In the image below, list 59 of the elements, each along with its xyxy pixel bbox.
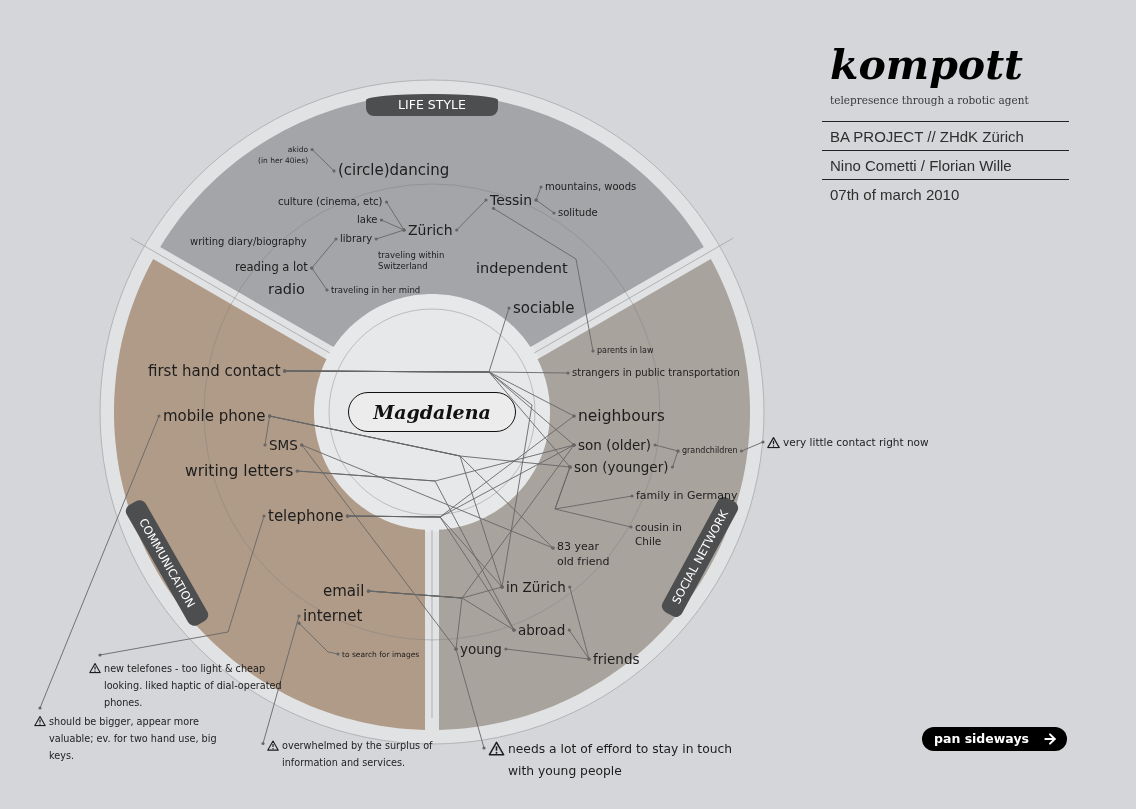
topic-label: mobile phone bbox=[159, 407, 270, 425]
connector-line bbox=[38, 414, 161, 710]
connector-line bbox=[491, 206, 595, 353]
topic-label: radio bbox=[264, 281, 309, 299]
topic-label: Zürich bbox=[404, 221, 457, 239]
note-text: needs a lot of efford to stay in touch with young people bbox=[508, 741, 734, 780]
topic-label: email bbox=[319, 582, 369, 600]
connector-line bbox=[504, 647, 591, 661]
topic-label: solitude bbox=[554, 207, 602, 219]
connector-line bbox=[261, 614, 301, 746]
topic-label: parents in law bbox=[593, 346, 658, 356]
topic-label: young bbox=[456, 640, 506, 658]
note-text: overwhelmed by the surplus of information and services. bbox=[282, 738, 434, 770]
connector-line bbox=[374, 228, 406, 241]
topic-label: mountains, woods bbox=[541, 181, 641, 193]
authors-text: Nino Cometti / Florian Wille bbox=[830, 158, 1012, 173]
topic-label: son (younger) bbox=[570, 458, 673, 476]
connector-line bbox=[455, 198, 488, 232]
connector-line bbox=[310, 266, 329, 292]
diagram-title: kompott bbox=[830, 45, 1024, 86]
topic-label: reading a lot bbox=[231, 261, 312, 275]
topic-label: writing diary/biography bbox=[186, 236, 311, 248]
topic-label: (circle)dancing bbox=[334, 161, 454, 179]
connector-line bbox=[739, 440, 765, 453]
topic-label: internet bbox=[299, 607, 367, 625]
topic-label: SMS bbox=[265, 436, 302, 454]
note-text: should be bigger, appear more valuable; ev. for two hand use, big keys. bbox=[49, 714, 218, 763]
topic-label: culture (cinema, etc) bbox=[274, 196, 387, 208]
connector-line bbox=[534, 198, 556, 215]
topic-label: independent bbox=[472, 260, 572, 278]
topic-label: telephone bbox=[264, 507, 348, 525]
connector-line bbox=[98, 514, 266, 657]
topic-label: traveling in her mind bbox=[327, 284, 425, 296]
connector-line bbox=[454, 647, 486, 750]
note-text: very little contact right now bbox=[783, 435, 929, 449]
connector-line bbox=[310, 147, 336, 173]
topic-label: abroad bbox=[514, 621, 570, 639]
date-text: 07th of march 2010 bbox=[830, 187, 960, 202]
topic-label: grandchildren bbox=[678, 446, 742, 456]
project-text: BA PROJECT // ZHdK Zürich bbox=[830, 129, 1024, 144]
topic-label: writing letters bbox=[181, 461, 298, 481]
topic-label: neighbours bbox=[574, 406, 669, 426]
topic-label: 83 year old friend bbox=[553, 539, 619, 569]
connector-line bbox=[670, 449, 680, 469]
topic-label: traveling within Switzerland bbox=[374, 250, 450, 272]
topic-label: Tessin bbox=[486, 191, 537, 209]
connector-line bbox=[297, 621, 340, 656]
topic-label: library bbox=[336, 233, 377, 245]
topic-label: in Zürich bbox=[502, 578, 570, 596]
subtitle-text: telepresence through a robotic agent bbox=[830, 95, 1029, 106]
topic-label: sociable bbox=[509, 299, 579, 317]
topic-label: strangers in public transportation bbox=[568, 367, 744, 379]
center-label: Magdalena bbox=[348, 392, 516, 432]
topic-label: friends bbox=[589, 650, 644, 668]
topic-label: lake bbox=[353, 214, 382, 226]
pan-button: pan sideways bbox=[922, 727, 1067, 751]
topic-label: first hand contact bbox=[144, 362, 285, 380]
topic-label: son (older) bbox=[574, 436, 656, 454]
section-tab: LIFE STYLE bbox=[366, 94, 498, 116]
